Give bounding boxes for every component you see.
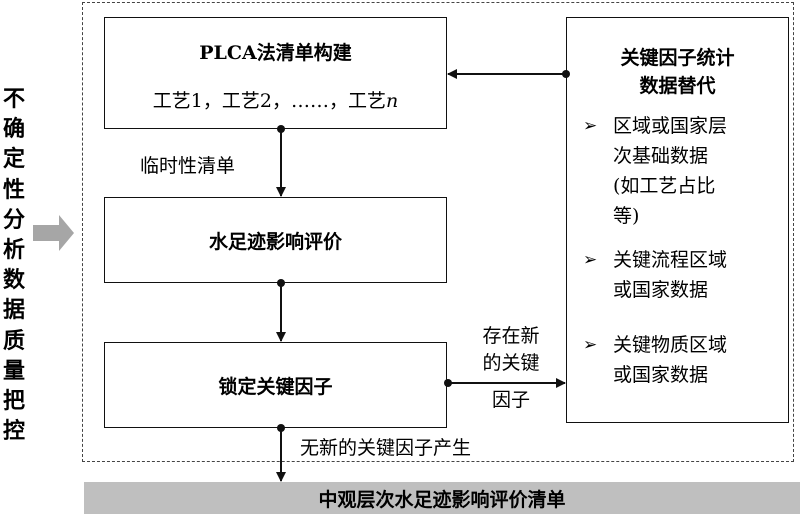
list-item-line: 关键物质区域 [613,334,728,356]
list-item: ➢ 区域或国家层 次基础数据 (如工艺占比 等) [583,111,763,231]
list-item: ➢ 关键物质区域 或国家数据 [583,330,763,390]
box-water-footprint-assessment: 水足迹影响评价 [104,197,447,283]
process-list: 工艺1，工艺2，……，工艺n [105,86,446,113]
right-box-title-line: 关键因子统计 [620,47,735,69]
label-new-key-factors: 存在新 的关键 因子 [471,323,551,414]
list-item-line: 次基础数据 [613,145,709,167]
dashed-boundary [82,2,794,462]
connector-box3-to-rightbox [444,378,566,388]
arrow-bullet-icon: ➢ [583,335,598,355]
label-temporary-inventory: 临时性清单 [140,155,236,177]
list-item-line: 区域或国家层 [613,115,728,137]
list-item: ➢ 关键流程区域 或国家数据 [583,245,763,305]
label-new-line: 的关键 [482,352,540,374]
list-item-line: 或国家数据 [613,279,709,301]
label-new-line: 存在新 [482,325,540,347]
connector-rightbox-to-box1 [447,69,570,79]
box-key-factor-substitution: 关键因子统计 数据替代 ➢ 区域或国家层 次基础数据 (如工艺占比 等) ➢ 关… [566,17,789,423]
list-item-line: 关键流程区域 [613,249,728,271]
process-list-text: 工艺1，工艺2，……，工艺 [152,90,386,112]
list-item-line: (如工艺占比 [613,175,716,197]
right-box-title: 关键因子统计 数据替代 [567,44,788,100]
box-plca-title: PLCA法清单构建 [199,42,352,64]
box-plca-inventory: PLCA法清单构建 工艺1，工艺2，……，工艺n [104,17,447,129]
process-n: n [385,90,399,112]
label-no-new-factors: 无新的关键因子产生 [300,437,472,459]
label-new-line: 因子 [491,389,530,411]
arrow-bullet-icon: ➢ [583,116,598,136]
list-item-line: 或国家数据 [613,364,709,386]
bottom-result-bar: 中观层次水足迹影响评价清单 [84,482,800,514]
connector-box1-to-box2 [276,125,286,197]
right-box-title-line: 数据替代 [639,75,716,97]
side-label-quality-control: 不确定性分析数据质量把控 [2,86,25,445]
connector-box3-to-output [276,424,286,482]
box-lock-key-factors: 锁定关键因子 [104,342,447,428]
arrow-bullet-icon: ➢ [583,250,598,270]
list-item-line: 等) [613,205,640,227]
gray-arrow-icon [33,215,74,251]
connector-box2-to-box3 [276,279,286,342]
